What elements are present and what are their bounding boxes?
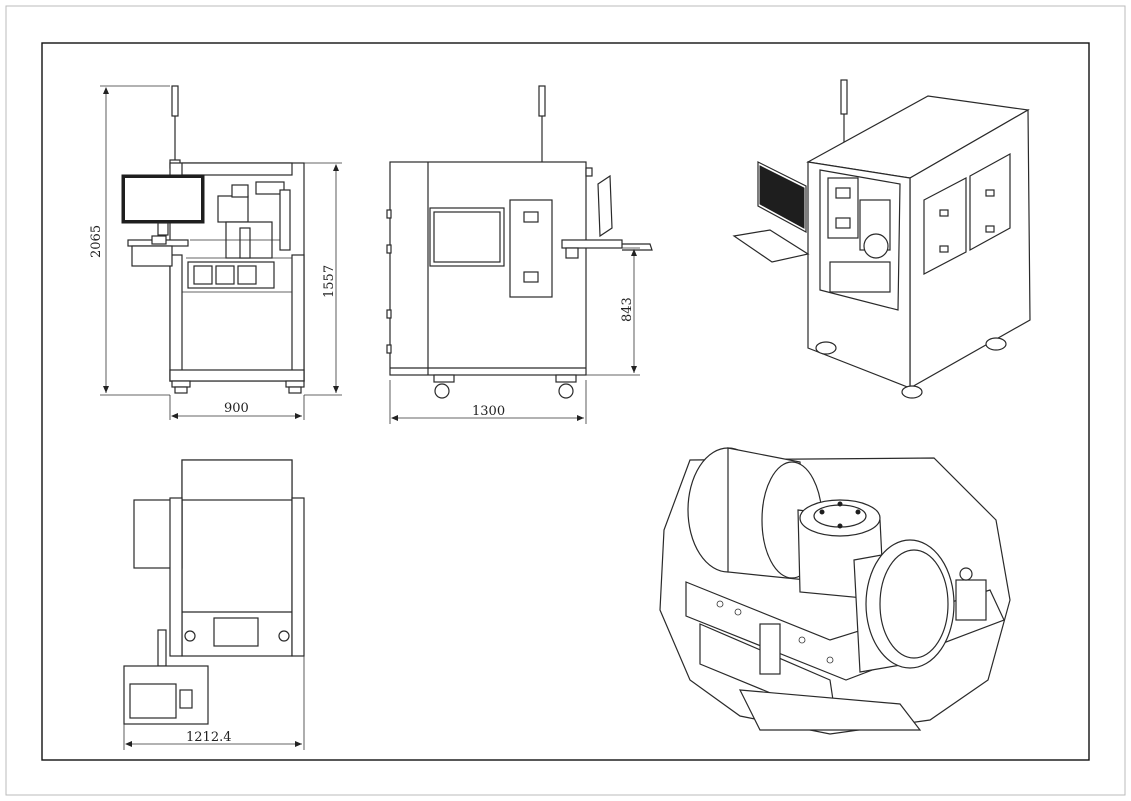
front-view bbox=[121, 85, 305, 394]
side-view bbox=[386, 85, 653, 399]
dim-front-width: 900 bbox=[224, 401, 249, 416]
dim-side-table-height: 843 bbox=[620, 297, 635, 322]
front-dimensions: 2065 1557 900 bbox=[89, 85, 342, 420]
top-view bbox=[123, 459, 305, 725]
dim-side-depth: 1300 bbox=[472, 404, 505, 419]
isometric-view bbox=[732, 79, 1031, 399]
dim-front-body-height: 1557 bbox=[322, 265, 337, 298]
detail-view bbox=[659, 447, 1011, 735]
side-dimensions: 843 1300 bbox=[389, 247, 640, 424]
outer-border bbox=[5, 5, 1126, 796]
drawing-frame bbox=[41, 42, 1090, 761]
dim-top-width: 1212.4 bbox=[186, 730, 232, 745]
dim-front-total-height: 2065 bbox=[89, 225, 104, 258]
top-dimensions: 1212.4 bbox=[123, 656, 305, 750]
